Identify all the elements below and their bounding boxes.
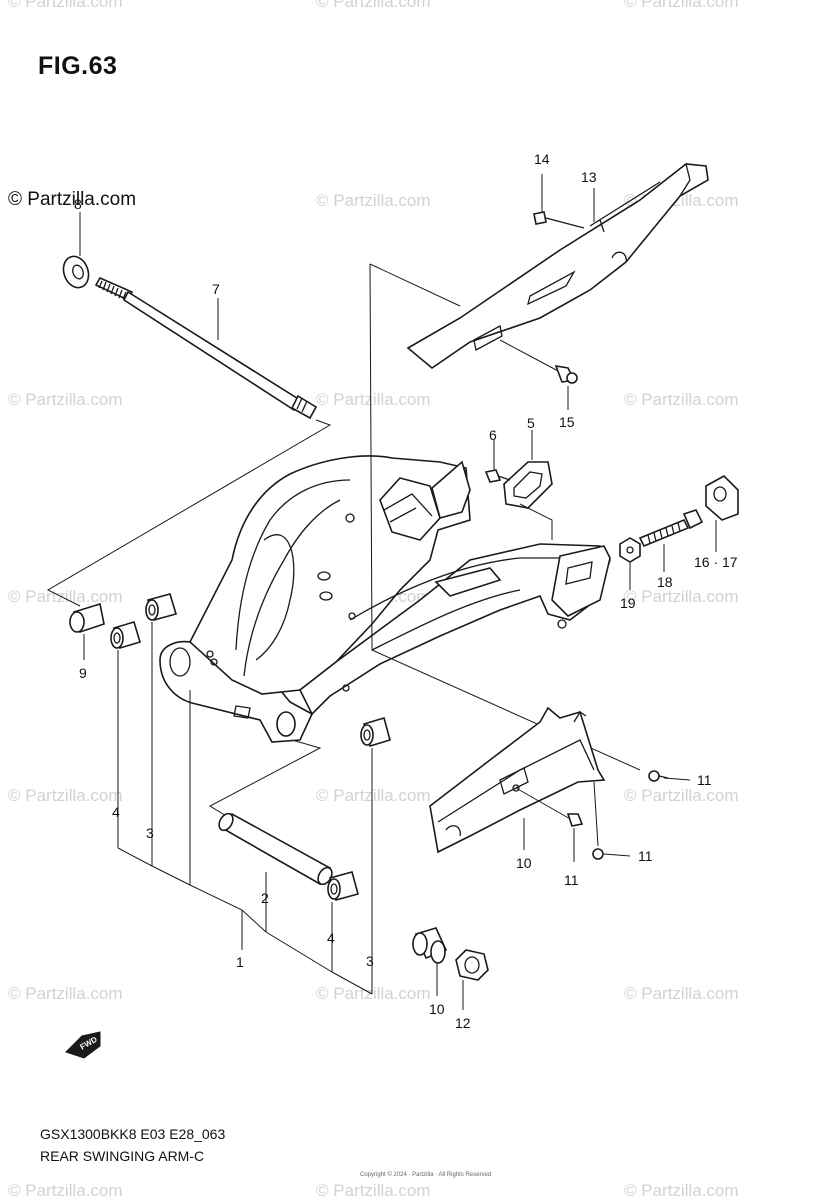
part-19-nut[interactable] (619, 537, 641, 563)
watermark: © Partzilla.com (316, 0, 431, 11)
part-12-nut[interactable] (455, 949, 489, 981)
callout-5: 5 (527, 415, 535, 431)
part-11-bolt-c[interactable] (592, 781, 604, 860)
part-4-bearing-lower[interactable] (327, 871, 359, 901)
callout-15: 15 (559, 414, 575, 430)
diagram-subtitle: REAR SWINGING ARM-C (40, 1148, 205, 1164)
watermark: © Partzilla.com (624, 587, 739, 606)
watermark: © Partzilla.com (624, 984, 739, 1003)
callout-2: 2 (261, 890, 269, 906)
part-11-bolt-a[interactable] (648, 770, 669, 782)
callout-6: 6 (489, 427, 497, 443)
part-4-bearing-upper[interactable] (110, 621, 141, 649)
part-10-chain-slider[interactable] (429, 706, 606, 854)
fwd-arrow-icon: FWD (65, 1031, 101, 1059)
leader-1-bracket (117, 847, 333, 973)
pivot-axis-line (46, 419, 332, 607)
part-3-bearing-lower[interactable] (360, 716, 391, 748)
model-code: GSX1300BKK8 E03 E28_063 (40, 1126, 226, 1142)
watermark: © Partzilla.com (8, 0, 123, 11)
callout-3b: 3 (366, 953, 374, 969)
watermark: © Partzilla.com (624, 0, 739, 11)
spacer-axis-line (208, 739, 322, 823)
part-8-washer[interactable] (59, 253, 92, 291)
callout-19: 19 (620, 595, 636, 611)
watermark: © Partzilla.com (8, 587, 123, 606)
callout-4b: 4 (327, 930, 335, 946)
callout-11b: 11 (564, 872, 579, 888)
part-13-chain-guard[interactable] (406, 163, 709, 370)
footer-fine-print: Copyright © 2024 · Partzilla · All Right… (360, 1172, 492, 1178)
part-3-bearing-upper[interactable] (145, 593, 178, 621)
callout-7: 7 (212, 281, 220, 297)
part-18-adjuster-bolt[interactable] (638, 509, 704, 548)
part-6-screw[interactable] (484, 469, 511, 483)
figure-title: FIG.63 (38, 52, 118, 80)
watermark: © Partzilla.com (316, 984, 431, 1003)
watermark: © Partzilla.com (8, 390, 123, 409)
callout-9: 9 (79, 665, 87, 681)
part-15-bolt[interactable] (499, 339, 578, 384)
callout-3a: 3 (146, 825, 154, 841)
part-9-collar[interactable] (69, 602, 105, 634)
callout-13: 13 (581, 169, 597, 185)
watermark: © Partzilla.com (316, 191, 431, 210)
watermark: © Partzilla.com (8, 984, 123, 1003)
part-5-bracket[interactable] (503, 461, 553, 509)
part-1-swingarm[interactable] (159, 455, 611, 743)
leader-34-join (331, 971, 373, 995)
part-11-bolt-b[interactable] (515, 787, 584, 827)
watermark: © Partzilla.com (8, 786, 123, 805)
part-14-bolt[interactable] (533, 211, 585, 229)
leader-11a (663, 777, 691, 781)
watermark: © Partzilla.com (624, 1181, 739, 1200)
watermark: © Partzilla.com (624, 390, 739, 409)
bracket-mount-line (519, 503, 553, 540)
watermark: © Partzilla.com (624, 786, 739, 805)
callout-10a: 10 (516, 855, 532, 871)
watermark: © Partzilla.com (316, 786, 431, 805)
callout-12: 12 (455, 1015, 471, 1031)
callout-10b: 10 (429, 1001, 445, 1017)
copyright-notice: © Partzilla.com (8, 189, 137, 210)
part-10-collar[interactable] (412, 927, 448, 964)
callout-11a: 11 (697, 772, 712, 788)
leader-11c (603, 853, 631, 857)
callout-4a: 4 (112, 804, 120, 820)
callout-14: 14 (534, 151, 550, 167)
watermark: © Partzilla.com (8, 1181, 123, 1200)
chain-guide-axis-line (369, 263, 461, 307)
callout-18: 18 (657, 574, 673, 590)
watermark: © Partzilla.com (316, 390, 431, 409)
part-16-17-adjuster-block[interactable] (705, 475, 739, 521)
watermark: © Partzilla.com (316, 1181, 431, 1200)
part-2-spacer[interactable] (216, 811, 334, 887)
callout-1: 1 (236, 954, 244, 970)
callout-8: 8 (74, 196, 82, 212)
callout-11c: 11 (638, 848, 653, 864)
part-7-pivot-shaft[interactable] (94, 276, 318, 420)
callout-16-17: 16 · 17 (694, 554, 738, 570)
